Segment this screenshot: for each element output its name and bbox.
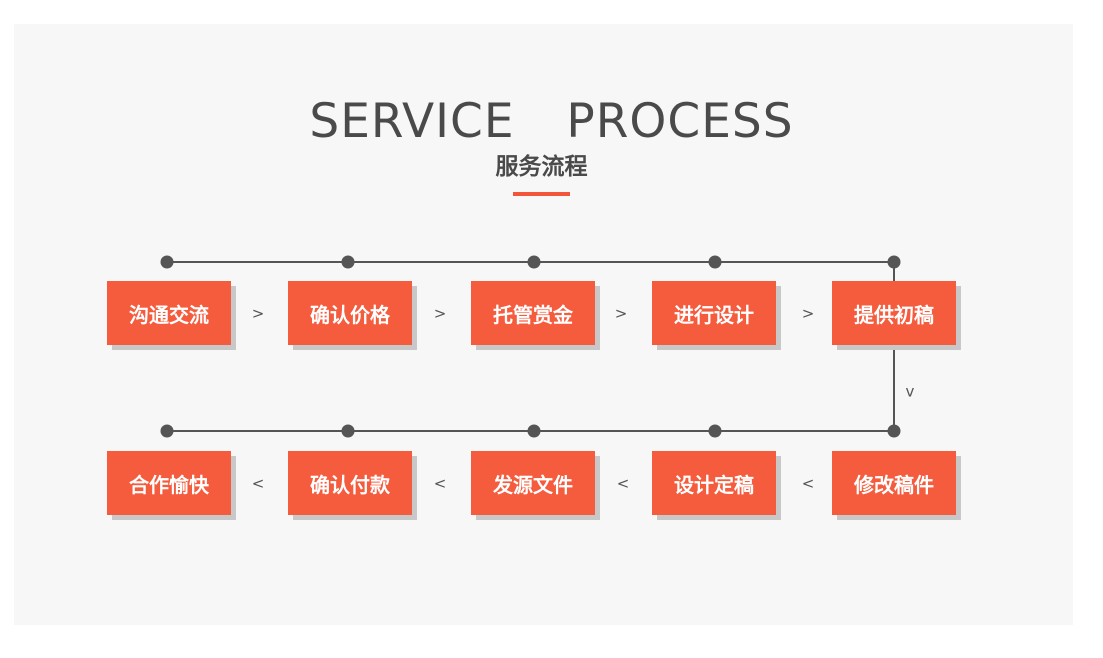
row1-node-2 [341, 255, 355, 269]
step-box: 确认价格 [288, 281, 412, 345]
row2-node-5 [887, 424, 901, 438]
left-arrow-icon: < [251, 474, 265, 493]
right-arrow-icon: > [614, 304, 628, 323]
row1-node-4 [708, 255, 722, 269]
left-arrow-icon: < [616, 474, 630, 493]
left-arrow-icon: < [433, 474, 447, 493]
step-box: 确认付款 [288, 451, 412, 515]
row1-node-1 [160, 255, 174, 269]
right-arrow-icon: > [801, 304, 815, 323]
step-box: 发源文件 [471, 451, 595, 515]
page-title: SERVICE PROCESS [309, 94, 794, 149]
vertical-connector [893, 262, 895, 430]
down-arrow-icon: v [905, 382, 915, 401]
step-box: 提供初稿 [832, 281, 956, 345]
row2-node-1 [160, 424, 174, 438]
left-arrow-icon: < [801, 474, 815, 493]
step-box: 设计定稿 [652, 451, 776, 515]
row2-node-3 [527, 424, 541, 438]
right-arrow-icon: > [251, 304, 265, 323]
right-arrow-icon: > [433, 304, 447, 323]
row2-node-2 [341, 424, 355, 438]
page-subtitle: 服务流程 [495, 154, 588, 180]
step-box: 进行设计 [652, 281, 776, 345]
step-box: 合作愉快 [107, 451, 231, 515]
title-underline [513, 192, 570, 196]
step-box: 沟通交流 [107, 281, 231, 345]
step-box: 修改稿件 [832, 451, 956, 515]
step-box: 托管赏金 [471, 281, 595, 345]
row1-node-3 [527, 255, 541, 269]
row2-node-4 [708, 424, 722, 438]
